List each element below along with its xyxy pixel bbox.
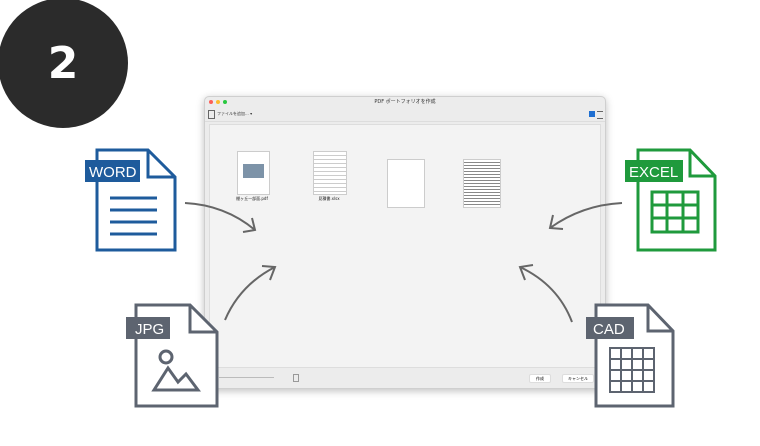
excel-label: EXCEL — [629, 164, 678, 181]
close-button[interactable] — [209, 100, 213, 104]
window-title: PDF ポートフォリオを作成 — [374, 99, 436, 105]
file-name: 見積書.xlsx — [318, 196, 340, 201]
arrow-icon — [224, 265, 277, 321]
list-view-icon[interactable] — [597, 111, 603, 119]
footer: 作成 キャンセル — [205, 368, 605, 388]
file-thumbnail[interactable] — [387, 159, 425, 208]
create-portfolio-window: PDF ポートフォリオを作成 ファイルを追加... ▾ 棚ヶ丘一部面.pdf 見… — [204, 96, 606, 389]
file-thumbnail[interactable] — [237, 151, 270, 195]
word-label: WORD — [89, 164, 137, 181]
jpg-file-icon — [126, 303, 219, 408]
jpg-label: JPG — [135, 321, 164, 338]
step-badge: 2 — [0, 0, 128, 128]
add-files-button[interactable]: ファイルを追加... — [217, 111, 249, 116]
thumbnail-size-slider[interactable] — [219, 377, 274, 378]
create-button[interactable]: 作成 — [529, 374, 551, 383]
grid-view-icon[interactable] — [589, 111, 595, 117]
arrow-icon — [548, 202, 623, 230]
cad-label: CAD — [593, 321, 625, 338]
file-name: 棚ヶ丘一部面.pdf — [236, 196, 268, 201]
arrows — [184, 202, 623, 323]
excel-file-icon — [625, 148, 717, 252]
file-thumbnail[interactable] — [313, 151, 347, 195]
file-area: 棚ヶ丘一部面.pdf 見積書.xlsx — [209, 124, 601, 368]
minimize-button[interactable] — [216, 100, 220, 104]
arrow-icon — [518, 264, 573, 323]
cancel-button[interactable]: キャンセル — [562, 374, 594, 383]
add-file-icon — [208, 110, 215, 119]
file-thumbnail[interactable] — [463, 159, 501, 208]
title-bar: PDF ポートフォリオを作成 — [205, 97, 605, 107]
toolbar: ファイルを追加... ▾ — [205, 107, 605, 122]
trash-icon[interactable] — [293, 374, 299, 382]
arrow-icon — [184, 202, 257, 233]
cad-file-icon — [586, 303, 675, 408]
zoom-button[interactable] — [223, 100, 227, 104]
word-file-icon — [85, 148, 177, 252]
